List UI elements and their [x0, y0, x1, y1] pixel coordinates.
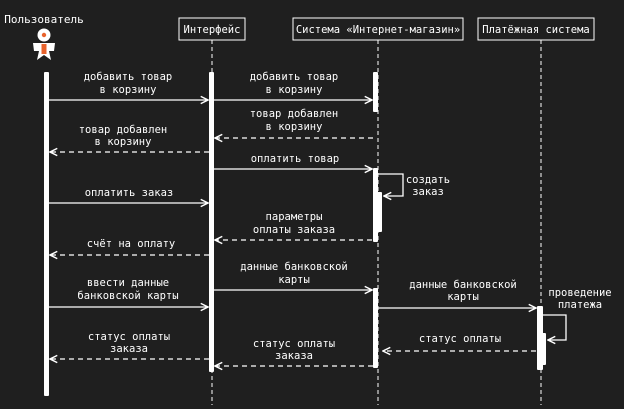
message-label-m1-line2: в корзину — [100, 84, 157, 96]
activation-shop-nested — [377, 192, 382, 232]
message-label-m12-line1: данные банковской — [409, 279, 516, 291]
message-label-m11-line2: карты — [278, 274, 310, 286]
message-label-m1-line1: добавить товар — [84, 71, 173, 83]
message-label-m17-line2: заказа — [110, 343, 148, 355]
message-label-m3-line1: товар добавлен — [250, 108, 339, 120]
message-label-m13-line1: проведение — [548, 287, 611, 299]
participant-box-pay — [477, 17, 595, 41]
message-label-m6-line1: создать — [406, 174, 450, 186]
message-label-m11-line1: данные банковской — [240, 261, 347, 273]
message-label-m8-line1: параметры — [266, 211, 323, 223]
message-label-m4-line2: в корзину — [95, 136, 152, 148]
message-arrow-m6 — [378, 173, 404, 196]
message-label-m5: оплатить товар — [251, 153, 340, 165]
message-label-m8-line2: оплаты заказа — [253, 224, 335, 236]
message-label-m9: счёт на оплату — [87, 238, 176, 250]
activation-shop-2 — [373, 168, 378, 242]
message-label-m2-line2: в корзину — [266, 84, 323, 96]
message-label-m13-line2: платежа — [558, 299, 602, 311]
activation-ui — [209, 72, 214, 372]
participant-label-user: Пользователь — [4, 13, 83, 26]
participant-label-pay: Платёжная система — [482, 24, 589, 36]
message-label-m2-line1: добавить товар — [250, 71, 339, 83]
message-label-m14: статус оплаты — [419, 333, 501, 345]
message-label-m17-line1: статус оплаты — [88, 331, 170, 343]
participant-label-ui: Интерфейс — [184, 24, 241, 36]
message-label-m6-line2: заказ — [412, 186, 444, 198]
message-label-m10-line2: банковской карты — [77, 290, 178, 302]
message-label-m16-line1: статус оплаты — [253, 338, 335, 350]
activation-shop-3 — [373, 288, 378, 368]
activation-pay-nested — [541, 333, 546, 365]
activation-shop-1 — [373, 72, 378, 112]
message-label-m10-line1: ввести данные — [87, 277, 169, 289]
person-icon — [33, 28, 55, 60]
message-label-m7: оплатить заказ — [85, 187, 174, 199]
message-label-m3-line2: в корзину — [266, 121, 323, 133]
message-label-m12-line2: карты — [447, 291, 479, 303]
message-arrow-m13 — [543, 314, 567, 340]
message-label-m16-line2: заказа — [275, 350, 313, 362]
message-label-m4-line1: товар добавлен — [79, 124, 168, 136]
activation-user — [44, 72, 49, 396]
participant-label-shop: Система «Интернет-магазин» — [296, 24, 460, 36]
